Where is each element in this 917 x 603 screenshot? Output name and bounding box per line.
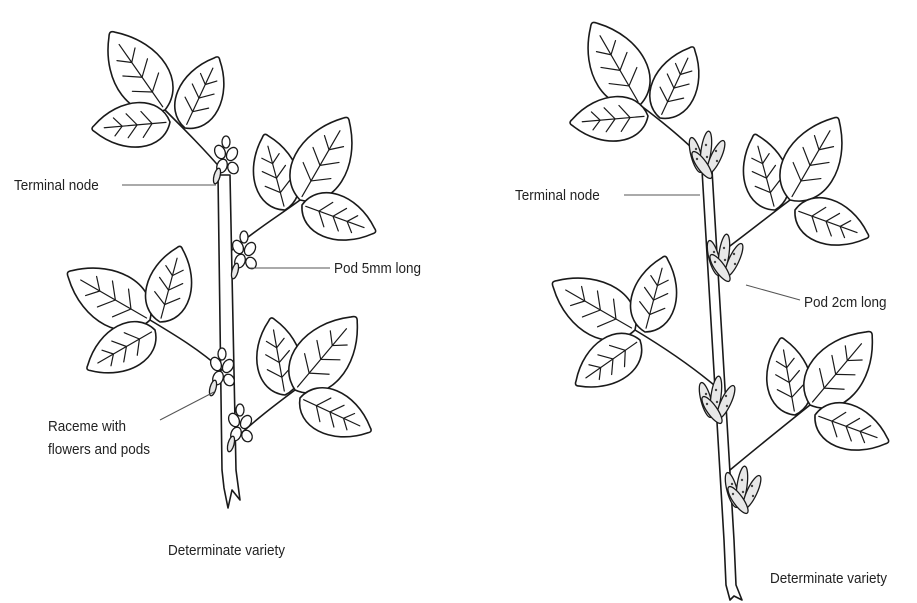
left-raceme-label-line1: Raceme with (48, 416, 126, 437)
right-caption: Determinate variety (770, 568, 887, 589)
left-terminal-node-label: Terminal node (14, 175, 99, 196)
right-pod-label: Pod 2cm long (804, 292, 887, 313)
left-raceme-label-line2: flowers and pods (48, 439, 150, 460)
left-pod-label: Pod 5mm long (334, 258, 421, 279)
right-terminal-node-label: Terminal node (515, 185, 600, 206)
left-caption: Determinate variety (168, 540, 285, 561)
left-main-stem (218, 175, 240, 508)
